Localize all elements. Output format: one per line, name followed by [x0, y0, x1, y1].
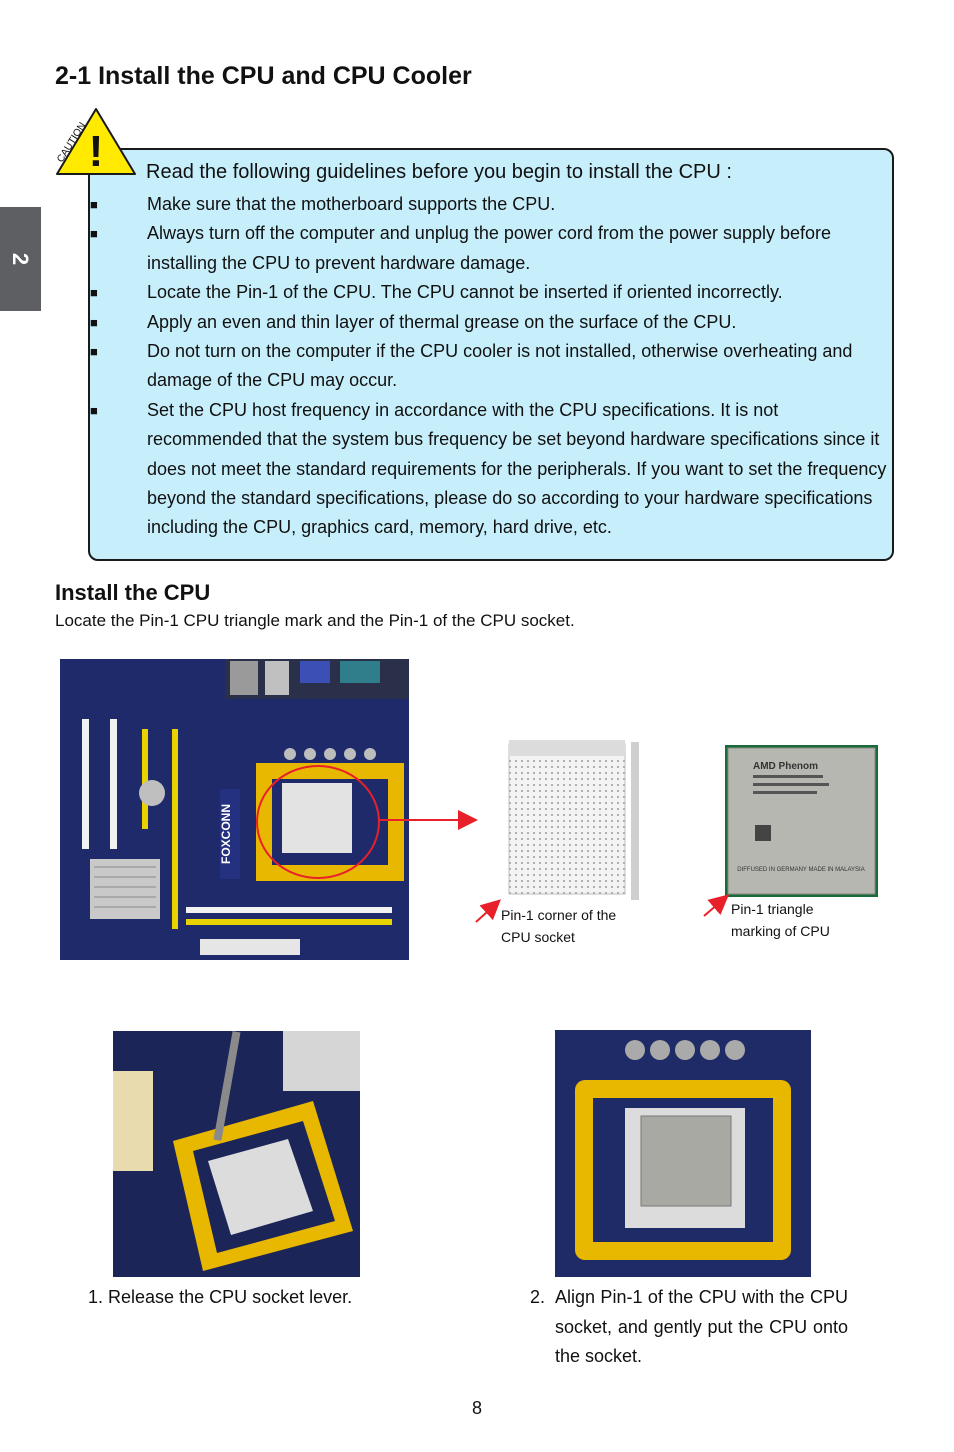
caution-intro: Read the following guidelines before you…	[146, 161, 732, 183]
step-text: Release the CPU socket lever.	[108, 1287, 353, 1307]
mb-brand: FOXCONN	[219, 804, 233, 864]
svg-text:!: !	[89, 127, 104, 176]
step1-photo	[113, 1031, 360, 1277]
socket-label-line: Pin-1 corner of the	[501, 907, 617, 923]
guideline-item: Apply an even and thin layer of thermal …	[88, 308, 894, 338]
step2-caption: 2. Align Pin-1 of the CPU with the CPU s…	[530, 1283, 848, 1372]
guideline-item: Do not turn on the computer if the CPU c…	[88, 337, 894, 396]
caution-warning-icon: ! CAUTION	[55, 108, 136, 176]
page-number: 8	[471, 1398, 482, 1418]
pin1-socket-arrow	[475, 899, 501, 923]
step-text: Align Pin-1 of the CPU with the CPU sock…	[555, 1287, 848, 1366]
guideline-item: Always turn off the computer and unplug …	[88, 219, 894, 278]
cpu-origin: DIFFUSED IN GERMANY MADE IN MALAYSIA	[737, 867, 864, 873]
section-title: 2-1 Install the CPU and CPU Cooler	[55, 62, 472, 90]
caution-guidelines: Make sure that the motherboard supports …	[88, 190, 894, 543]
guideline-item: Locate the Pin-1 of the CPU. The CPU can…	[88, 278, 894, 308]
cpu-pin1-label: Pin-1 triangle marking of CPU	[731, 898, 830, 942]
chapter-number: 2	[8, 252, 34, 266]
motherboard-photo: FOXCONN	[60, 659, 409, 960]
guideline-item: Make sure that the motherboard supports …	[88, 190, 894, 220]
cpu-label-line: marking of CPU	[731, 923, 830, 939]
install-cpu-title: Install the CPU	[55, 580, 211, 605]
guideline-item: Set the CPU host frequency in accordance…	[88, 396, 894, 543]
cpu-label-line: Pin-1 triangle	[731, 901, 814, 917]
install-cpu-description: Locate the Pin-1 CPU triangle mark and t…	[55, 611, 575, 630]
step2-photo	[555, 1030, 811, 1277]
socket-pin1-label: Pin-1 corner of the CPU socket	[501, 904, 616, 948]
cpu-photo: AMD Phenom DIFFUSED IN GERMANY MADE IN M…	[725, 745, 878, 897]
cpu-brand: AMD Phenom	[753, 761, 818, 772]
pin1-cpu-arrow	[703, 894, 730, 917]
socket-label-line: CPU socket	[501, 929, 575, 945]
step-number: 2.	[530, 1287, 546, 1307]
step-number: 1.	[88, 1287, 104, 1307]
cpu-socket-photo	[507, 740, 642, 902]
step1-caption: 1. Release the CPU socket lever.	[88, 1287, 352, 1308]
chapter-tab: 2	[0, 207, 41, 311]
